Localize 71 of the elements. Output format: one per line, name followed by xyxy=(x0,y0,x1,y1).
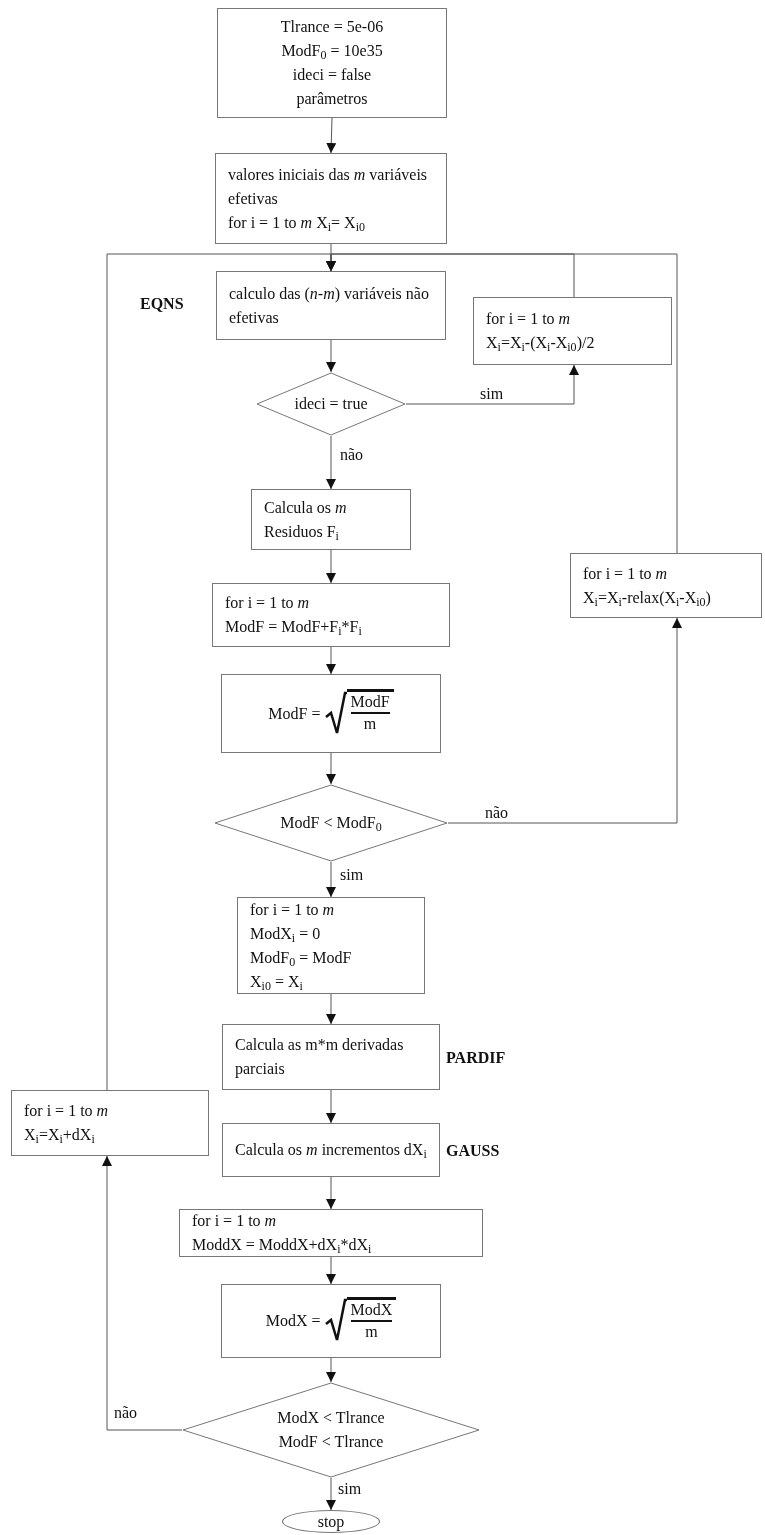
decision-diamond xyxy=(182,1382,480,1478)
decision-diamond xyxy=(256,372,406,436)
box-text: for i = 1 to m xyxy=(225,593,310,613)
box-text: Tlrance = 5e-06 xyxy=(280,17,384,37)
arrow xyxy=(326,646,336,675)
box-text: Calcula as m*m derivadas parciais xyxy=(235,1035,405,1080)
process-box xyxy=(179,1209,483,1257)
arrow xyxy=(447,617,682,824)
box-text: ModdX = ModdX+dX$_{i}$*dX$_{i}$ xyxy=(192,1235,372,1257)
process-box xyxy=(11,1090,209,1156)
process-box xyxy=(215,153,447,244)
box-text: parâmetros xyxy=(296,89,368,110)
arrow xyxy=(326,1176,336,1210)
process-box xyxy=(216,271,446,340)
box-text: ModF = ModF+F$_{i}$*F$_{i}$ xyxy=(225,617,362,639)
box-text: X$_{i}$=X$_{i}$+dX$_{i}$ xyxy=(24,1125,95,1147)
box-text: ModF < Tlrance xyxy=(278,1432,384,1452)
box-text: ModF < ModF$_{0}$ xyxy=(280,813,382,835)
box-text: m xyxy=(363,714,377,734)
box-text: calculo das (n-m) variáveis não efetivas xyxy=(229,283,430,328)
arrow xyxy=(326,435,336,490)
routine-label: GAUSS xyxy=(446,1141,500,1161)
process-box xyxy=(251,489,411,550)
process-box xyxy=(212,583,450,647)
box-text: X$_{i0}$ = X$_{i}$ xyxy=(250,971,303,994)
box-text: ModX xyxy=(350,1299,393,1322)
box-text: ModX$_{i}$ = 0 xyxy=(250,923,321,946)
box-text: for i = 1 to m xyxy=(583,563,668,584)
box-text: ModX = xyxy=(265,1311,321,1331)
arrow xyxy=(326,339,336,373)
box-text: X$_{i}$=X$_{i}$-relax(X$_{i}$-X$_{i0}$) xyxy=(583,587,711,610)
process-box xyxy=(217,8,447,118)
process-box xyxy=(570,553,762,618)
box-text: Calcula os m incrementos dX$_{i}$ xyxy=(235,1140,427,1162)
process-box xyxy=(237,897,425,994)
routine-label: PARDIF xyxy=(446,1048,506,1068)
box-text: for i = 1 to m X$_{i}$= X$_{i0}$ xyxy=(228,212,365,235)
arrow xyxy=(326,1089,336,1124)
routine-label: EQNS xyxy=(140,294,184,314)
process-box xyxy=(222,1024,440,1090)
process-box xyxy=(473,297,672,365)
arrow xyxy=(326,549,336,584)
arrow xyxy=(326,752,336,785)
box-text: ModF = xyxy=(268,703,321,724)
arrow xyxy=(326,861,336,898)
box-text: for i = 1 to m xyxy=(486,309,571,329)
box-text: for i = 1 to m xyxy=(250,899,335,920)
arrow xyxy=(326,1256,336,1285)
box-text: X$_{i}$=X$_{i}$-(X$_{i}$-X$_{i0}$)/2 xyxy=(486,333,595,355)
box-text: Calcula os m Residuos F$_{i}$ xyxy=(264,497,348,544)
arrow xyxy=(102,1155,183,1431)
arrow xyxy=(106,253,336,1091)
arrow xyxy=(326,993,336,1025)
box-text: ModF$_{0}$ = 10e35 xyxy=(281,41,383,63)
box-text: for i = 1 to m xyxy=(192,1211,277,1231)
formula-box xyxy=(221,674,441,753)
box-text: ideci = true xyxy=(294,394,368,414)
box-text: ModX < Tlrance xyxy=(277,1408,385,1428)
arrow xyxy=(326,117,337,154)
decision-diamond xyxy=(214,784,448,862)
arrow xyxy=(326,1357,336,1383)
arrow xyxy=(405,364,579,405)
box-text: m xyxy=(365,1321,378,1342)
formula-box xyxy=(221,1284,441,1358)
box-text: ModF xyxy=(350,692,390,714)
box-text: ideci = false xyxy=(292,65,372,85)
box-text: stop xyxy=(317,1512,345,1531)
box-text: ModF$_{0}$ = ModF xyxy=(250,947,352,970)
box-text: for i = 1 to m xyxy=(24,1101,109,1121)
process-box xyxy=(222,1123,440,1177)
arrow xyxy=(326,1477,336,1511)
